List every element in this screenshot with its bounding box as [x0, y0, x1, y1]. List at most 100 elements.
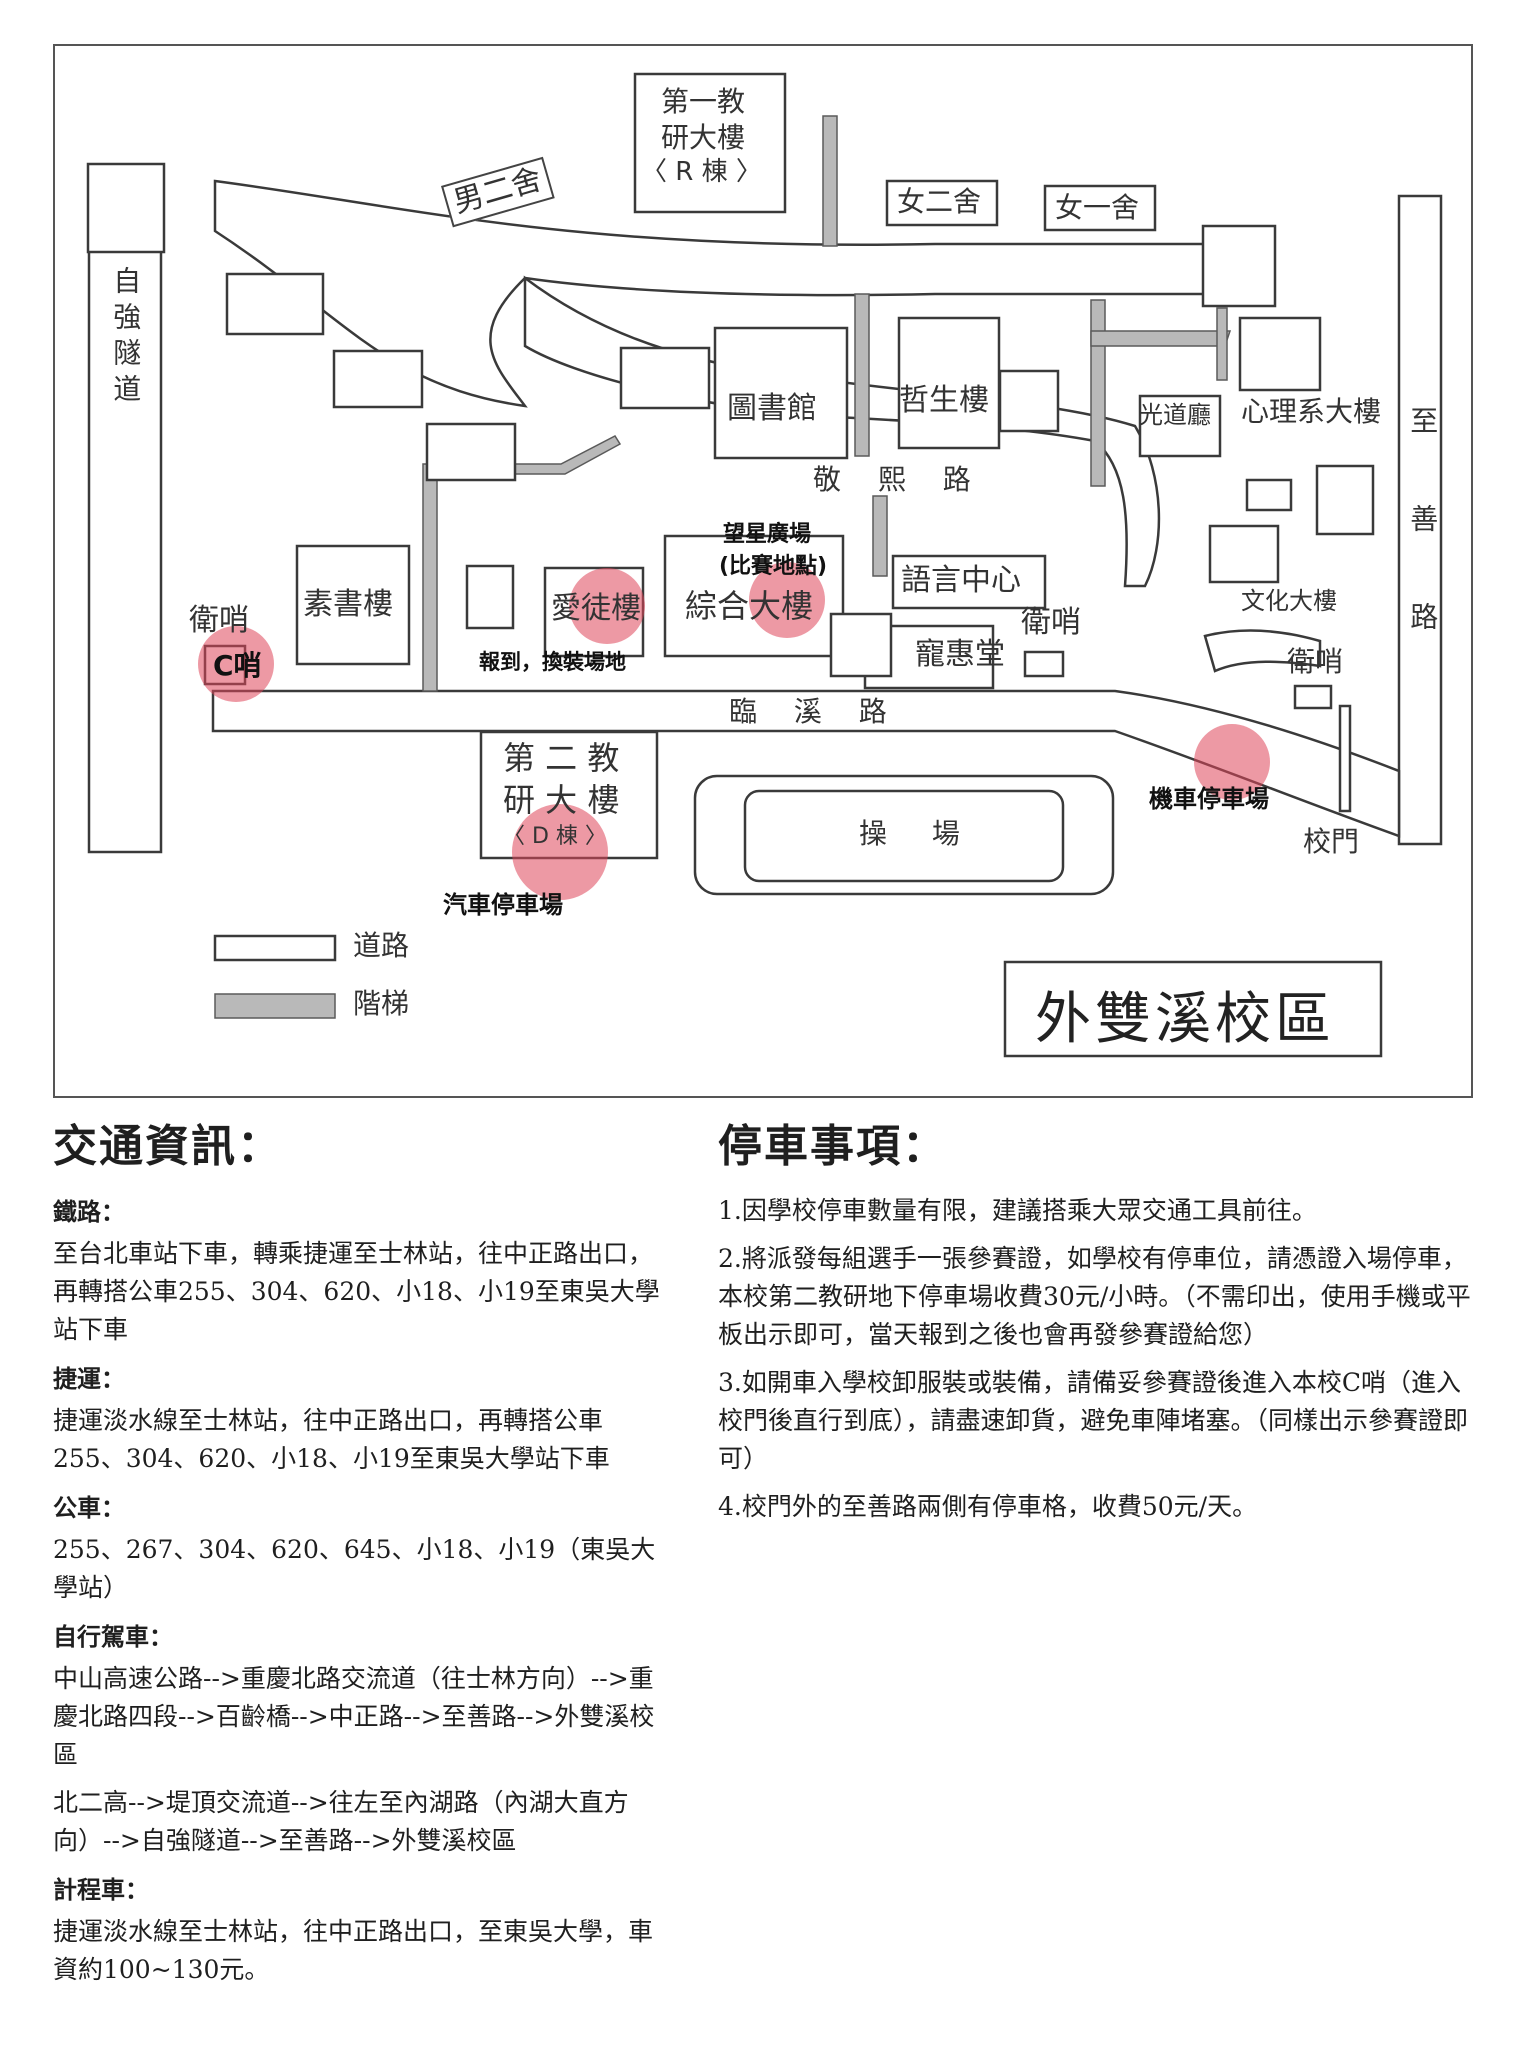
mrt-text: 捷運淡水線至士林站，往中正路出口，再轉搭公車255、304、620、小18、小1…: [53, 1406, 610, 1473]
transport-title: 交通資訊：: [53, 1121, 283, 1172]
parking-item-3: 3.如開車入學校卸服裝或裝備，請備妥參賽證後進入本校C哨（進入校門後直行到底），…: [718, 1368, 1469, 1473]
c-guard-label: C哨: [213, 649, 262, 682]
taxi-text: 捷運淡水線至士林站，往中正路出口，至東吳大學，車資約100~130元。: [53, 1917, 654, 1984]
stairs-2: [854, 293, 870, 457]
rail-text: 至台北車站下車，轉乘捷運至士林站，往中正路出口，再轉搭公車255、304、620…: [53, 1239, 660, 1344]
marker-car-parking: [512, 804, 608, 900]
checkin-label: 報到，換裝場地: [479, 650, 626, 674]
d-building-line3: 〈 D 棟 〉: [503, 824, 607, 849]
campus-name-box: [1003, 960, 1383, 1058]
language-center-label: 語言中心: [901, 563, 1021, 598]
culture-label: 文化大樓: [1241, 587, 1337, 615]
susu-box: [295, 544, 411, 666]
parking-item-1: 1.因學校停車數量有限，建議搭乘大眾交通工具前往。: [718, 1196, 1317, 1225]
east-connector: [1203, 629, 1322, 673]
zonghe-label: 綜合大樓: [685, 587, 814, 625]
female-dorm1-box: [1043, 184, 1157, 232]
linxi-road-label: 臨 溪 路: [729, 695, 901, 728]
parking-title: 停車事項：: [718, 1121, 948, 1172]
marker-zonghe: [749, 562, 825, 638]
stairs-1: [822, 115, 838, 247]
philosophy-label: 哲生樓: [899, 383, 989, 418]
d-building-line2: 研 大 樓: [503, 781, 620, 819]
chonghui-label: 寵惠堂: [915, 637, 1005, 672]
bldg-ne-3: [1315, 464, 1375, 536]
parking-info: 停車事項： 1.因學校停車數量有限，建議搭乘大眾交通工具前往。 2.將派發每組選…: [718, 1110, 1473, 1536]
guard-center-label: 衛哨: [1021, 605, 1081, 640]
legend-road-label: 道路: [353, 929, 410, 962]
marker-motorcycle: [1194, 724, 1270, 800]
guard-west-label: 衛哨: [189, 603, 249, 638]
zhishan-road: [1397, 194, 1443, 846]
competition-venue-label: (比賽地點): [719, 554, 828, 579]
legend-stairs-label: 階梯: [353, 987, 410, 1020]
legend-stairs-swatch: [214, 993, 336, 1019]
stairs-4: [1090, 330, 1232, 347]
d-building-line1: 第 二 教: [503, 739, 620, 777]
guangdao-box: [1138, 394, 1222, 458]
aitu-label: 愛徒樓: [551, 591, 641, 626]
female-dorm2-box: [885, 179, 999, 227]
taxi-label: 計程車：: [53, 1876, 149, 1904]
bldg-ne-4: [1245, 478, 1293, 512]
drive-label: 自行駕車：: [53, 1623, 173, 1651]
map-drawing: [86, 72, 1443, 1058]
stairs-7: [872, 495, 888, 577]
female-dorm1-label: 女一舍: [1055, 191, 1140, 224]
bldg-ne-1: [1201, 224, 1277, 308]
linxi-road: [211, 689, 1401, 838]
bus-label: 公車：: [53, 1494, 125, 1522]
drive-text-2: 北二高-->堤頂交流道-->往左至內湖路（內湖大直方向）-->自強隧道-->至善…: [53, 1788, 629, 1855]
school-gate-label: 校門: [1303, 825, 1360, 858]
r-building-line2: 研大樓: [661, 121, 746, 154]
ziqiang-tunnel-label: 自強隧道: [109, 266, 143, 410]
bus-text: 255、267、304、620、645、小18、小19（東吳大學站）: [53, 1535, 656, 1602]
parking-item-4: 4.校門外的至善路兩側有停車格，收費50元/天。: [718, 1492, 1258, 1521]
bldg-small-1: [619, 346, 711, 410]
bldg-small-3: [465, 564, 515, 630]
r-building-line1: 第一教: [661, 85, 746, 118]
rail-label: 鐵路：: [53, 1198, 125, 1226]
transport-info: 交通資訊： 鐵路： 至台北車站下車，轉乘捷運至士林站，往中正路出口，再轉搭公車2…: [53, 1110, 673, 1999]
motorcycle-parking-label: 機車停車場: [1149, 785, 1269, 813]
mrt-label: 捷運：: [53, 1365, 125, 1393]
library-box: [713, 326, 849, 460]
bldg-left-1: [225, 272, 325, 336]
r-building-line3: 〈 R 棟 〉: [641, 157, 762, 187]
guard-east-label: 衛哨: [1287, 645, 1344, 678]
legend-road-swatch: [213, 934, 337, 962]
guard-east-box: [1293, 684, 1333, 710]
r-building-box: [633, 72, 787, 214]
culture-box: [1208, 524, 1280, 584]
bldg-left-3: [425, 422, 517, 482]
susu-label: 素書樓: [303, 587, 393, 622]
bldg-ne-2: [1238, 316, 1322, 392]
guard-center-box: [1023, 650, 1065, 678]
gate-bar: [1338, 704, 1352, 813]
car-parking-label: 汽車停車場: [443, 891, 563, 919]
playground-inner: [743, 789, 1065, 883]
playground-label: 操 場: [859, 817, 978, 850]
parking-item-2: 2.將派發每組選手一張參賽證，如學校有停車位，請憑證入場停車，本校第二教研地下停…: [718, 1244, 1471, 1349]
bldg-small-2: [998, 369, 1060, 433]
zhishan-road-label: 至善路: [1406, 406, 1440, 700]
marker-aitu: [569, 568, 645, 644]
language-box: [891, 554, 1047, 610]
plaza-label: 望星廣場: [723, 522, 812, 547]
stairs-3: [1090, 299, 1106, 487]
female-dorm2-label: 女二舍: [897, 185, 982, 218]
campus-map: 第一教 研大樓 〈 R 棟 〉 男二舍 女二舍 女一舍 自強隧道 至善路 圖書館…: [53, 44, 1473, 1098]
philosophy-box: [897, 316, 1001, 450]
bldg-left-2: [332, 349, 424, 409]
bldg-small-4: [829, 612, 893, 678]
psychology-label: 心理系大樓: [1241, 395, 1382, 428]
tunnel-portal: [86, 162, 166, 254]
library-label: 圖書館: [727, 391, 817, 426]
campus-name: 外雙溪校區: [1035, 987, 1335, 1052]
jingxi-road-label: 敬 熙 路: [813, 463, 985, 496]
ziqiang-tunnel-road: [87, 232, 163, 854]
stairs-5: [1216, 307, 1228, 381]
stairs-6: [422, 435, 622, 692]
drive-text-1: 中山高速公路-->重慶北路交流道（往士林方向）-->重慶北路四段-->百齡橋--…: [53, 1664, 655, 1769]
marker-c-guard: [198, 626, 274, 702]
